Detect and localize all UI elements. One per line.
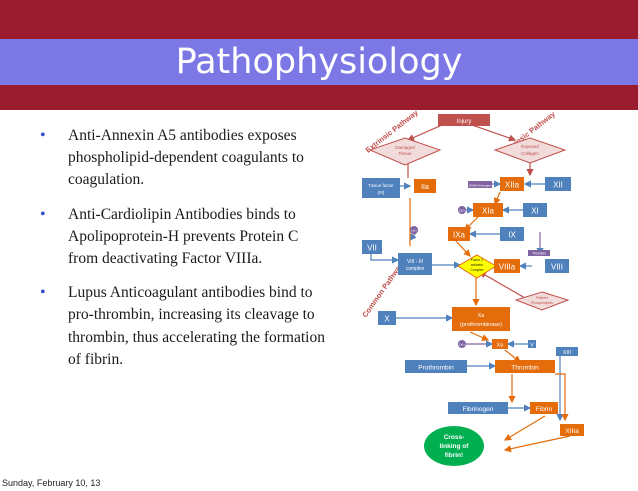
title-bar <box>0 39 638 85</box>
damaged-tissue-node: Damaged Tissue <box>368 137 442 166</box>
factor-xii-label: XII <box>553 181 563 190</box>
exposed-collagen-label-1: Exposed <box>521 144 539 149</box>
fibrinogen-node: Fibrinogen <box>448 402 508 414</box>
factor-x-label: X <box>384 315 390 324</box>
damaged-tissue-label-1: Damaged <box>395 145 415 150</box>
factor-iia-label: IIa <box>421 184 429 191</box>
exposed-collagen-label-2: Collagen <box>521 151 539 156</box>
calcium-label-low: Ca2+ <box>459 344 466 347</box>
footer-date: Sunday, February 10, 13 <box>2 478 101 488</box>
crosslinking-label-2: linking of <box>440 443 470 450</box>
bullet-dot-icon: • <box>40 205 46 223</box>
factor-xi-node: XI <box>523 203 547 217</box>
platelet-label-2: Phospholipids <box>531 301 553 305</box>
factor-xa-label-1: Xa <box>478 313 486 319</box>
slide-title: Pathophysiology <box>175 42 463 82</box>
damaged-tissue-label-2: Tissue <box>398 151 412 156</box>
fibrinogen-label: Fibrinogen <box>463 406 494 413</box>
factor-xiiia-label: XIIIa <box>565 428 579 435</box>
factor-ix-node: IX <box>500 227 524 241</box>
calcium-node-low: Ca2+ <box>458 340 466 348</box>
bullet-text: Anti-Cardiolipin Antibodies binds to Apo… <box>68 205 299 268</box>
fibrin-node: Fibrin <box>530 402 558 414</box>
crosslinking-label-1: Cross- <box>444 434 465 441</box>
factor-v-node: V <box>528 340 536 349</box>
factor-xia-node: XIa <box>473 203 503 217</box>
thrombin-node: Thrombin <box>495 360 555 373</box>
crosslinking-label-3: fibrin! <box>445 452 463 459</box>
calcium-label-top: Ca2+ <box>459 210 466 213</box>
calcium-node-top: Ca2+ <box>458 206 466 214</box>
fibrin-label: Fibrin <box>536 406 553 413</box>
factor-x-activator-node: Factor X activator Complex <box>457 254 497 279</box>
bullet-text: Lupus Anticoagulant antibodies bind to p… <box>68 284 325 368</box>
factor-v-label: V <box>530 343 534 349</box>
factor-xa-small-label: Xa <box>497 343 505 349</box>
tissue-factor-label-2: (III) <box>378 190 385 195</box>
factor-xa-label-2: (prothrombinase) <box>460 322 502 328</box>
bullet-text: Anti-Annexin A5 antibodies exposes phosp… <box>68 127 304 189</box>
calcium-label-mid: Ca2+ <box>411 230 418 233</box>
factor-iia-node: IIa <box>414 179 436 193</box>
bullet-dot-icon: • <box>40 284 46 302</box>
platelet-label-1: Platelet <box>536 296 548 300</box>
bullet-item: • Anti-Annexin A5 antibodies exposes phos… <box>40 125 330 192</box>
factor-xia-label: XIa <box>482 207 495 216</box>
factor-x-complex-label-2: activator <box>471 263 484 267</box>
factor-ixa-label: IXa <box>453 231 466 240</box>
crosslinking-node: Cross- linking of fibrin! <box>424 426 484 466</box>
exposed-collagen-node: Exposed Collagen <box>493 137 567 164</box>
thrombin-label: Thrombin <box>511 365 539 372</box>
thrombin-small-label: Thrombin <box>532 252 546 256</box>
factor-xa-small-node: Xa <box>492 339 508 349</box>
injury-node: Injury <box>438 114 490 126</box>
factor-xiii-node: XIII <box>556 347 578 356</box>
prothrombin-label: Prothrombin <box>418 365 454 372</box>
bullet-item: • Lupus Anticoagulant antibodies bind to … <box>40 282 330 371</box>
factor-viii-label: VIII <box>551 263 563 272</box>
factor-xa-prothrombinase-node: Xa (prothrombinase) <box>452 307 510 331</box>
factor-vii-label: VII <box>367 244 377 253</box>
factor-xiii-label: XIII <box>563 350 572 356</box>
bullet-dot-icon: • <box>40 127 46 144</box>
bullet-item: • Anti-Cardiolipin Antibodies binds to Ap… <box>40 204 330 271</box>
factor-viiia-label: VIIIa <box>499 263 516 272</box>
tissue-factor-label-1: Tissue factor <box>368 183 394 188</box>
viii-complex-label-2: complex <box>406 266 425 272</box>
factor-xi-label: XI <box>531 207 539 216</box>
factor-vii-node: VII <box>362 240 382 254</box>
factor-x-complex-label-1: Factor X <box>471 258 484 262</box>
factor-viiia-node: VIIIa <box>494 259 520 273</box>
calcium-node-mid: Ca2+ <box>410 226 418 234</box>
factor-viii-node: VIII <box>545 259 569 273</box>
hmw-kininogen-node: HMW Kininogen <box>468 181 492 188</box>
tissue-factor-node: Tissue factor (III) <box>362 178 400 198</box>
factor-xiia-node: XIIa <box>500 177 524 191</box>
injury-label: Injury <box>457 119 472 125</box>
viii-iii-complex-node: VIII - III complex <box>398 253 432 275</box>
factor-xiia-label: XIIa <box>505 181 520 190</box>
prothrombin-node: Prothrombin <box>405 360 467 373</box>
factor-xii-node: XII <box>545 177 571 191</box>
platelet-phospholipids-node: Platelet Phospholipids <box>514 291 570 311</box>
viii-complex-label-1: VIII - III <box>407 259 423 265</box>
hmw-kininogen-label: HMW Kininogen <box>469 184 491 188</box>
factor-x-complex-label-3: Complex <box>470 268 483 272</box>
factor-ix-label: IX <box>508 231 516 240</box>
thrombin-small-node: Thrombin <box>528 250 550 256</box>
factor-x-node: X <box>378 311 396 325</box>
bullet-list: • Anti-Annexin A5 antibodies exposes phos… <box>40 125 330 383</box>
factor-ixa-node: IXa <box>448 227 470 241</box>
factor-xiiia-node: XIIIa <box>560 424 584 436</box>
